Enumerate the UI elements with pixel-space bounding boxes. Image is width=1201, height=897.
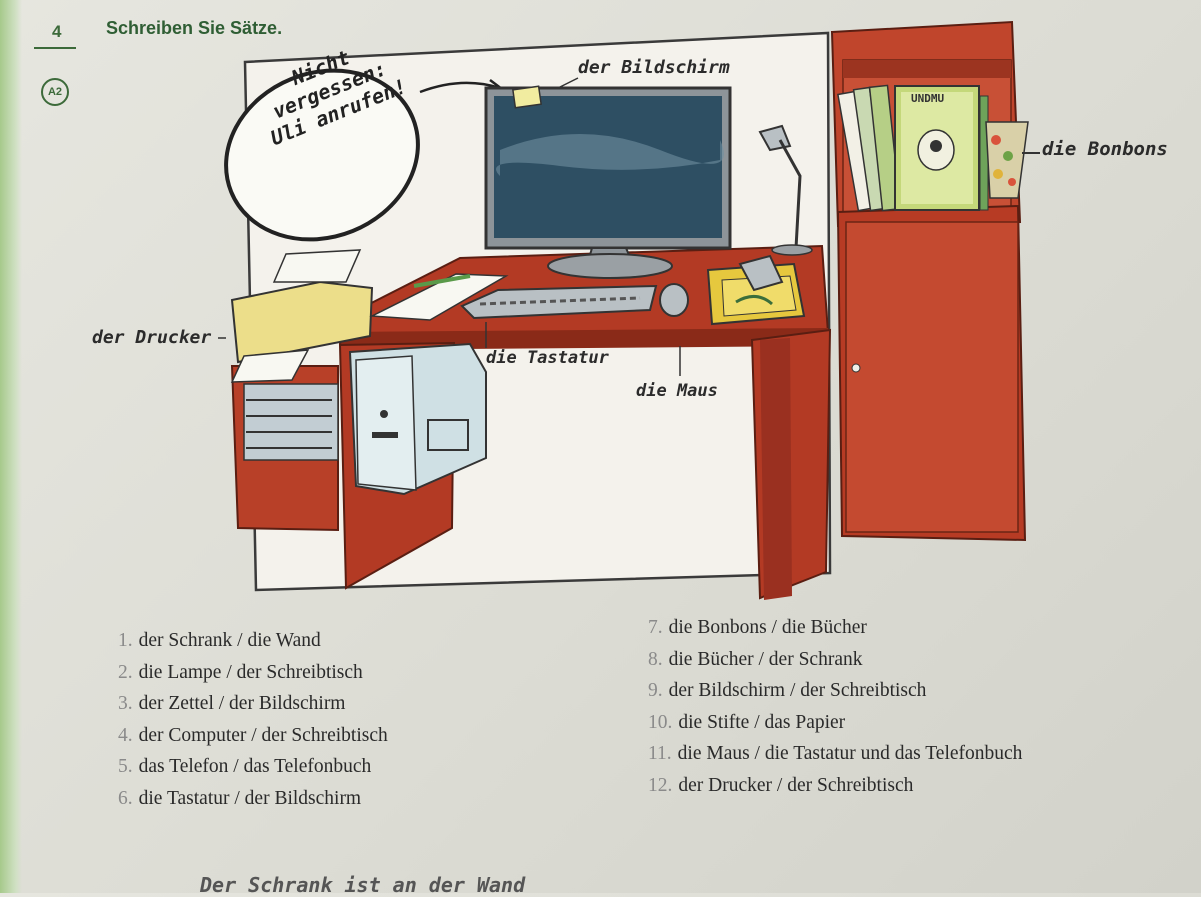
level-badge: A2	[41, 78, 69, 106]
exercise-item: 12.der Drucker / der Schreibtisch	[648, 774, 914, 796]
label-printer: der Drucker	[92, 327, 212, 348]
label-bonbons: die Bonbons	[1042, 138, 1168, 160]
exercise-item: 8.die Bücher / der Schrank	[648, 648, 863, 670]
papers	[369, 273, 509, 321]
exercise-items-left: 1.der Schrank / die Wand 2.die Lampe / d…	[118, 625, 388, 814]
exercise-item: 9.der Bildschirm / der Schreibtisch	[648, 680, 927, 701]
reminder-note-bubble	[224, 68, 420, 242]
exercise-item: 7.die Bonbons / die Bücher	[648, 617, 867, 638]
pens	[413, 274, 471, 288]
handwritten-answer: Der Schrank ist an der Wand	[200, 873, 526, 897]
exercise-item: 6.die Tastatur / der Bildschirm	[118, 787, 362, 809]
exercise-title: Schreiben Sie Sätze.	[106, 18, 283, 38]
exercise-item: 3.der Zettel / der Bildschirm	[118, 693, 346, 714]
exercise-item: 11.die Maus / die Tastatur und das Telef…	[648, 743, 1023, 764]
label-monitor: der Bildschirm	[578, 57, 730, 78]
exercise-number: 4	[52, 22, 62, 41]
label-mouse: die Maus	[636, 381, 718, 401]
monitor	[484, 85, 732, 279]
exercise-items-right: 7.die Bonbons / die Bücher 8.die Bücher …	[648, 612, 1022, 801]
exercise-item: 4.der Computer / der Schreibtisch	[118, 724, 388, 746]
exercise-item: 5.das Telefon / das Telefonbuch	[118, 756, 372, 777]
desk-lamp	[758, 124, 813, 256]
exercise-item: 1.der Schrank / die Wand	[118, 630, 321, 651]
phone-book-and-phone	[706, 254, 806, 326]
printer	[218, 249, 374, 383]
label-keyboard: die Tastatur	[486, 348, 609, 368]
keyboard	[460, 284, 658, 348]
mouse	[659, 283, 689, 317]
desk-illustration: UNDMU	[218, 20, 1040, 600]
page-green-edge	[0, 0, 22, 893]
book-title: UNDMU	[911, 92, 944, 105]
exercise-item: 2.die Lampe / der Schreibtisch	[118, 661, 363, 683]
exercise-number-rule	[34, 47, 76, 49]
computer-tower	[348, 342, 487, 496]
cabinet	[830, 20, 1040, 542]
exercise-item: 10.die Stifte / das Papier	[648, 711, 846, 733]
